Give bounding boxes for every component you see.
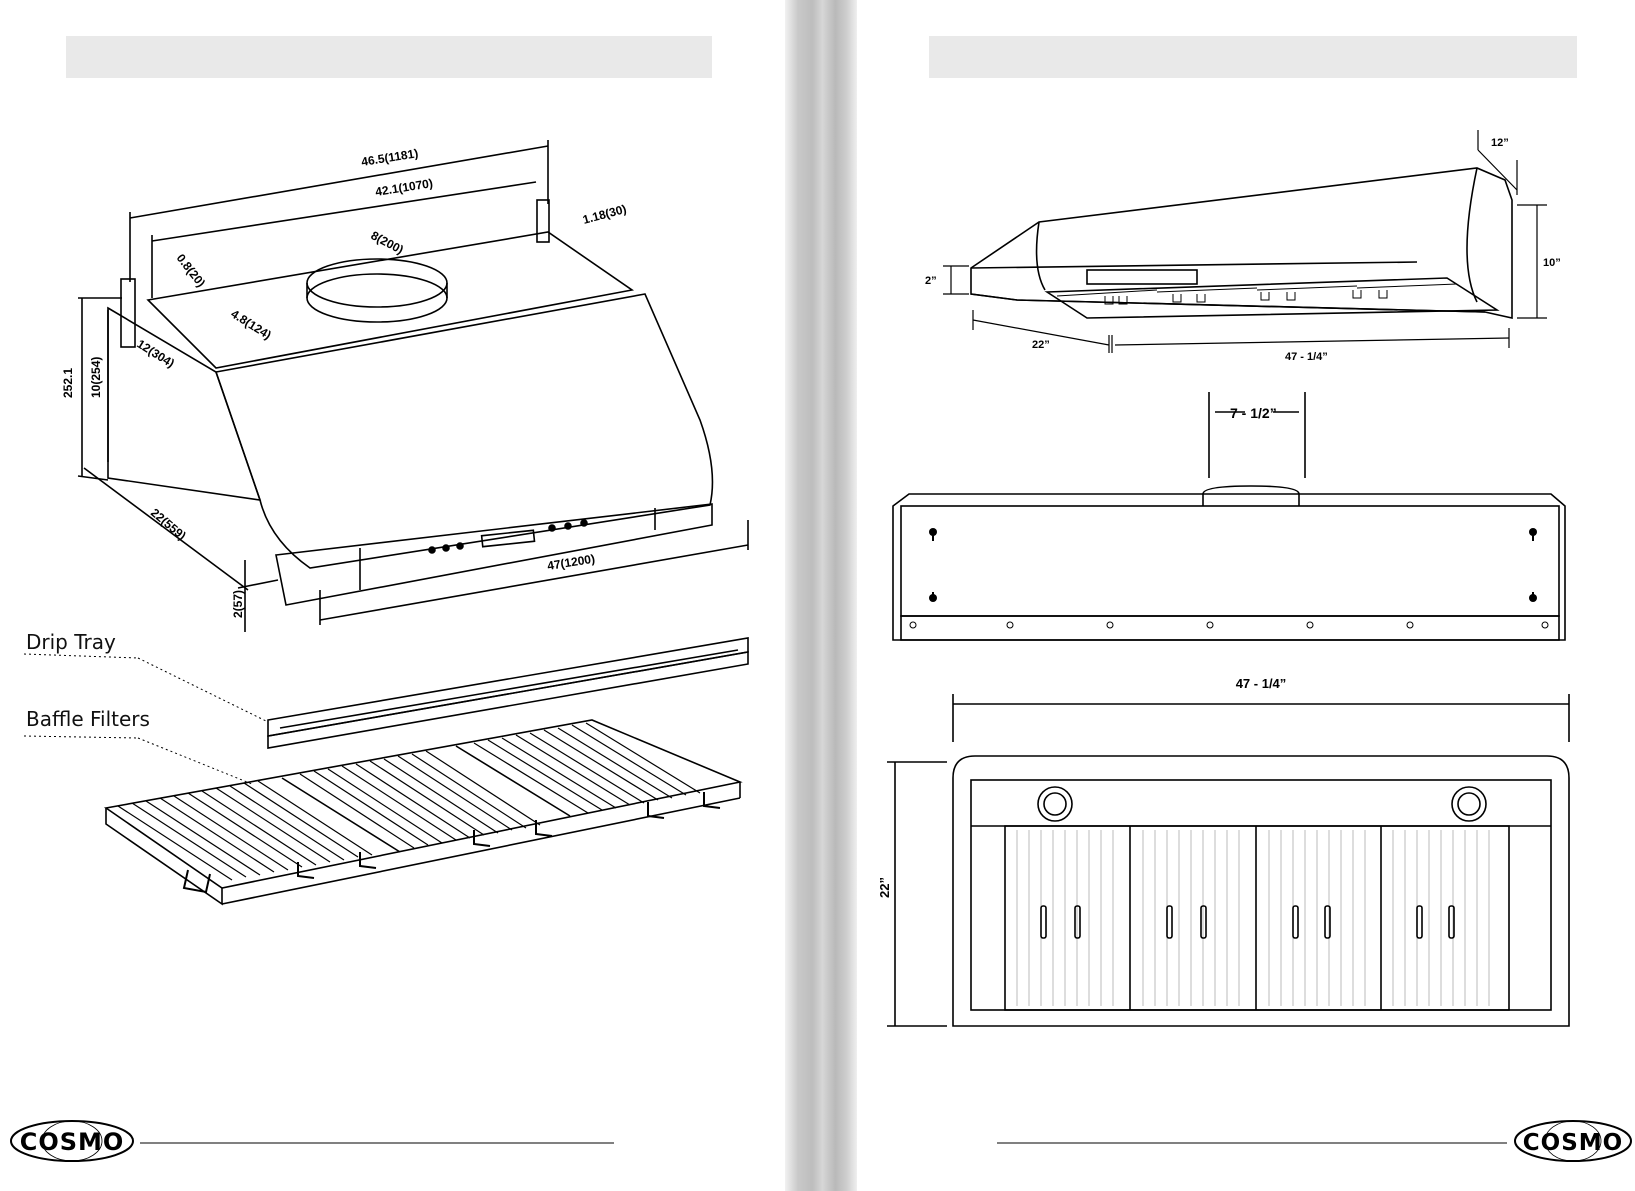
dim-bracket-offset-left: 0.8(20) (174, 251, 208, 290)
dim-body-height: 10(254) (89, 357, 103, 398)
left-header-bar (66, 36, 712, 78)
right-header-bar (929, 36, 1577, 78)
dim-width-bottom: 47 - 1/4” (1236, 676, 1287, 691)
dim-height: 10” (1543, 257, 1561, 269)
hood-rear-view (892, 392, 1566, 641)
baffle-filters-label: Baffle Filters (26, 707, 150, 731)
logo-text-right: COSMO (1523, 1130, 1623, 1156)
dim-bracket-offset-right: 1.18(30) (581, 202, 628, 227)
dim-lip: 2” (925, 275, 937, 287)
hood-bottom-view (887, 694, 1570, 1027)
dim-bracket-depth: 12(304) (134, 337, 177, 371)
dim-total-height: 252.1 (61, 368, 75, 398)
dim-depth-to-bracket: 4.8(124) (228, 307, 273, 343)
hood-side-view (970, 167, 1513, 319)
dim-duct-diameter: 8(200) (369, 228, 406, 257)
dim-depth: 22” (1032, 339, 1050, 351)
dim-depth: 22(559) (148, 506, 189, 543)
dim-bracket-width: 42.1(1070) (374, 176, 434, 199)
dim-duct: 7 - 1/2” (1230, 405, 1277, 421)
dim-depth-bottom: 22” (877, 877, 892, 898)
drip-tray-label: Drip Tray (26, 630, 116, 654)
logo-text-left: COSMO (20, 1128, 125, 1156)
right-page: 12” 10” 2” 22” 47 - 1/4” (857, 0, 1635, 1191)
cosmo-logo-right: COSMO (1514, 1120, 1632, 1162)
dim-overall-width: 46.5(1181) (360, 146, 419, 169)
hood-isometric-drawing: 46.5(1181) 42.1(1070) 8(200) 1.18(30) 0.… (10, 140, 749, 1162)
dim-depth-top: 12” (1491, 137, 1509, 149)
dim-width-top: 47 - 1/4” (1285, 351, 1328, 363)
hood-orthographic-drawings: 12” 10” 2” 22” 47 - 1/4” (877, 130, 1632, 1162)
cosmo-logo-left: COSMO (10, 1120, 134, 1162)
dim-lip-height: 2(57) (231, 590, 245, 618)
left-page: 46.5(1181) 42.1(1070) 8(200) 1.18(30) 0.… (0, 0, 785, 1191)
book-spine (785, 0, 857, 1191)
